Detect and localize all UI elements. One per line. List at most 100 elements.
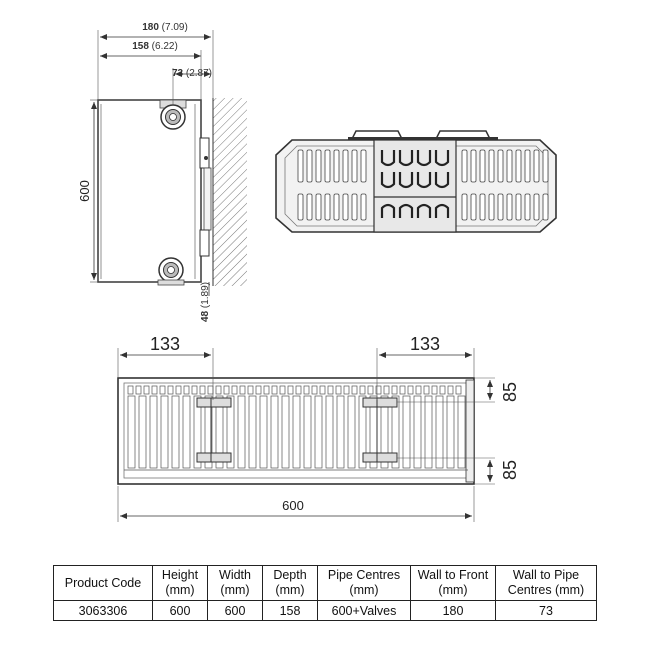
top-view-slot xyxy=(461,149,468,183)
top-view-slot xyxy=(542,149,549,183)
front-grille-slot xyxy=(311,385,318,395)
cell-wall-to-front: 180 xyxy=(410,600,496,621)
top-view-slot xyxy=(306,149,313,183)
dim-top-bracket-label: 85 xyxy=(500,382,520,402)
front-grille-slot xyxy=(327,385,334,395)
front-grille-slot xyxy=(415,385,422,395)
front-grille-slot xyxy=(127,385,134,395)
top-view-slot xyxy=(297,193,304,221)
front-grille-slot xyxy=(263,385,270,395)
top-view-slot xyxy=(524,149,531,183)
cell-product-code: 3063306 xyxy=(53,600,153,621)
front-fin xyxy=(325,395,334,469)
front-fin xyxy=(424,395,433,469)
dim-depth-label: 158 (6.22) xyxy=(132,41,178,52)
top-view-slot xyxy=(342,149,349,183)
front-grille-slot xyxy=(399,385,406,395)
front-view: 133 133 85 85 600 xyxy=(117,334,520,522)
header-wall-to-front: Wall to Front (mm) xyxy=(410,565,496,601)
front-fin xyxy=(336,395,345,469)
header-product-code: Product Code xyxy=(53,565,153,601)
top-view-slot xyxy=(360,193,367,221)
dim-bottom-label: 48 (1.89) xyxy=(200,282,211,322)
front-grille-slot xyxy=(183,385,190,395)
front-grille-slot xyxy=(215,385,222,395)
top-view-slot xyxy=(533,193,540,221)
front-grille-slot xyxy=(431,385,438,395)
front-grille-slot xyxy=(439,385,446,395)
front-grille-slot xyxy=(351,385,358,395)
front-grille-slot xyxy=(247,385,254,395)
front-fin xyxy=(292,395,301,469)
front-grille-slot xyxy=(383,385,390,395)
front-grille-slot xyxy=(279,385,286,395)
dim-overall-label: 180 (7.09) xyxy=(142,22,188,33)
header-height: Height (mm) xyxy=(152,565,208,601)
front-grille-slot xyxy=(239,385,246,395)
wall-bracket xyxy=(199,137,212,257)
header-wall-to-pipe-centres: Wall to Pipe Centres (mm) xyxy=(495,565,597,601)
spec-table-header-row: Product Code Height (mm) Width (mm) Dept… xyxy=(53,565,597,601)
dim-left-offset-label: 133 xyxy=(150,334,180,354)
spec-table: Product Code Height (mm) Width (mm) Dept… xyxy=(53,565,597,621)
top-view-slot xyxy=(470,193,477,221)
top-view-slot xyxy=(351,193,358,221)
top-view-slot xyxy=(351,149,358,183)
bottom-pipe-connection xyxy=(157,257,185,286)
front-grille-slot xyxy=(231,385,238,395)
top-view-slot xyxy=(470,149,477,183)
front-fin xyxy=(402,395,411,469)
front-grille-slot xyxy=(287,385,294,395)
front-grille-slot xyxy=(143,385,150,395)
front-grille-slot xyxy=(375,385,382,395)
front-grille-slot xyxy=(423,385,430,395)
front-fin xyxy=(281,395,290,469)
dim-height-label: 600 xyxy=(77,180,92,202)
cell-width: 600 xyxy=(207,600,263,621)
front-fins xyxy=(127,395,466,469)
front-grille-slot xyxy=(191,385,198,395)
front-grille-slot xyxy=(295,385,302,395)
front-grille-slot xyxy=(135,385,142,395)
front-grille-slot xyxy=(303,385,310,395)
front-fin xyxy=(380,395,389,469)
front-fin xyxy=(149,395,158,469)
top-view-slot xyxy=(333,149,340,183)
front-grille-slot xyxy=(255,385,262,395)
cell-wall-to-pipe-centres: 73 xyxy=(495,600,597,621)
top-view-slot xyxy=(461,193,468,221)
top-view xyxy=(275,130,557,233)
front-fin xyxy=(160,395,169,469)
front-fin xyxy=(446,395,455,469)
front-fin xyxy=(204,395,213,469)
front-grille-slot xyxy=(391,385,398,395)
top-view-slot xyxy=(515,149,522,183)
front-grille-slot xyxy=(367,385,374,395)
front-bracket-right xyxy=(362,397,398,463)
front-fin xyxy=(138,395,147,469)
top-view-slot xyxy=(497,149,504,183)
cell-depth: 158 xyxy=(262,600,318,621)
front-grille-slot xyxy=(207,385,214,395)
front-grille-slot xyxy=(407,385,414,395)
front-fin xyxy=(358,395,367,469)
cell-pipe-centres: 600+Valves xyxy=(317,600,411,621)
front-grille-slot xyxy=(343,385,350,395)
convector-fins xyxy=(380,150,450,218)
top-view-slot xyxy=(297,149,304,183)
top-view-slot xyxy=(315,149,322,183)
front-grille-slot xyxy=(151,385,158,395)
top-view-slot xyxy=(479,193,486,221)
technical-drawing: 180 (7.09) 158 (6.22) 73 (2.87) 600 48 (… xyxy=(77,22,557,522)
top-view-slot xyxy=(524,193,531,221)
top-view-slot xyxy=(324,193,331,221)
front-fin xyxy=(270,395,279,469)
dim-bottom-bracket-label: 85 xyxy=(500,460,520,480)
front-grille-slot xyxy=(167,385,174,395)
top-view-slot xyxy=(333,193,340,221)
front-fin xyxy=(237,395,246,469)
front-fin xyxy=(248,395,257,469)
front-fin xyxy=(303,395,312,469)
front-fin xyxy=(182,395,191,469)
table-row: 3063306 600 600 158 600+Valves 180 73 xyxy=(53,600,597,621)
